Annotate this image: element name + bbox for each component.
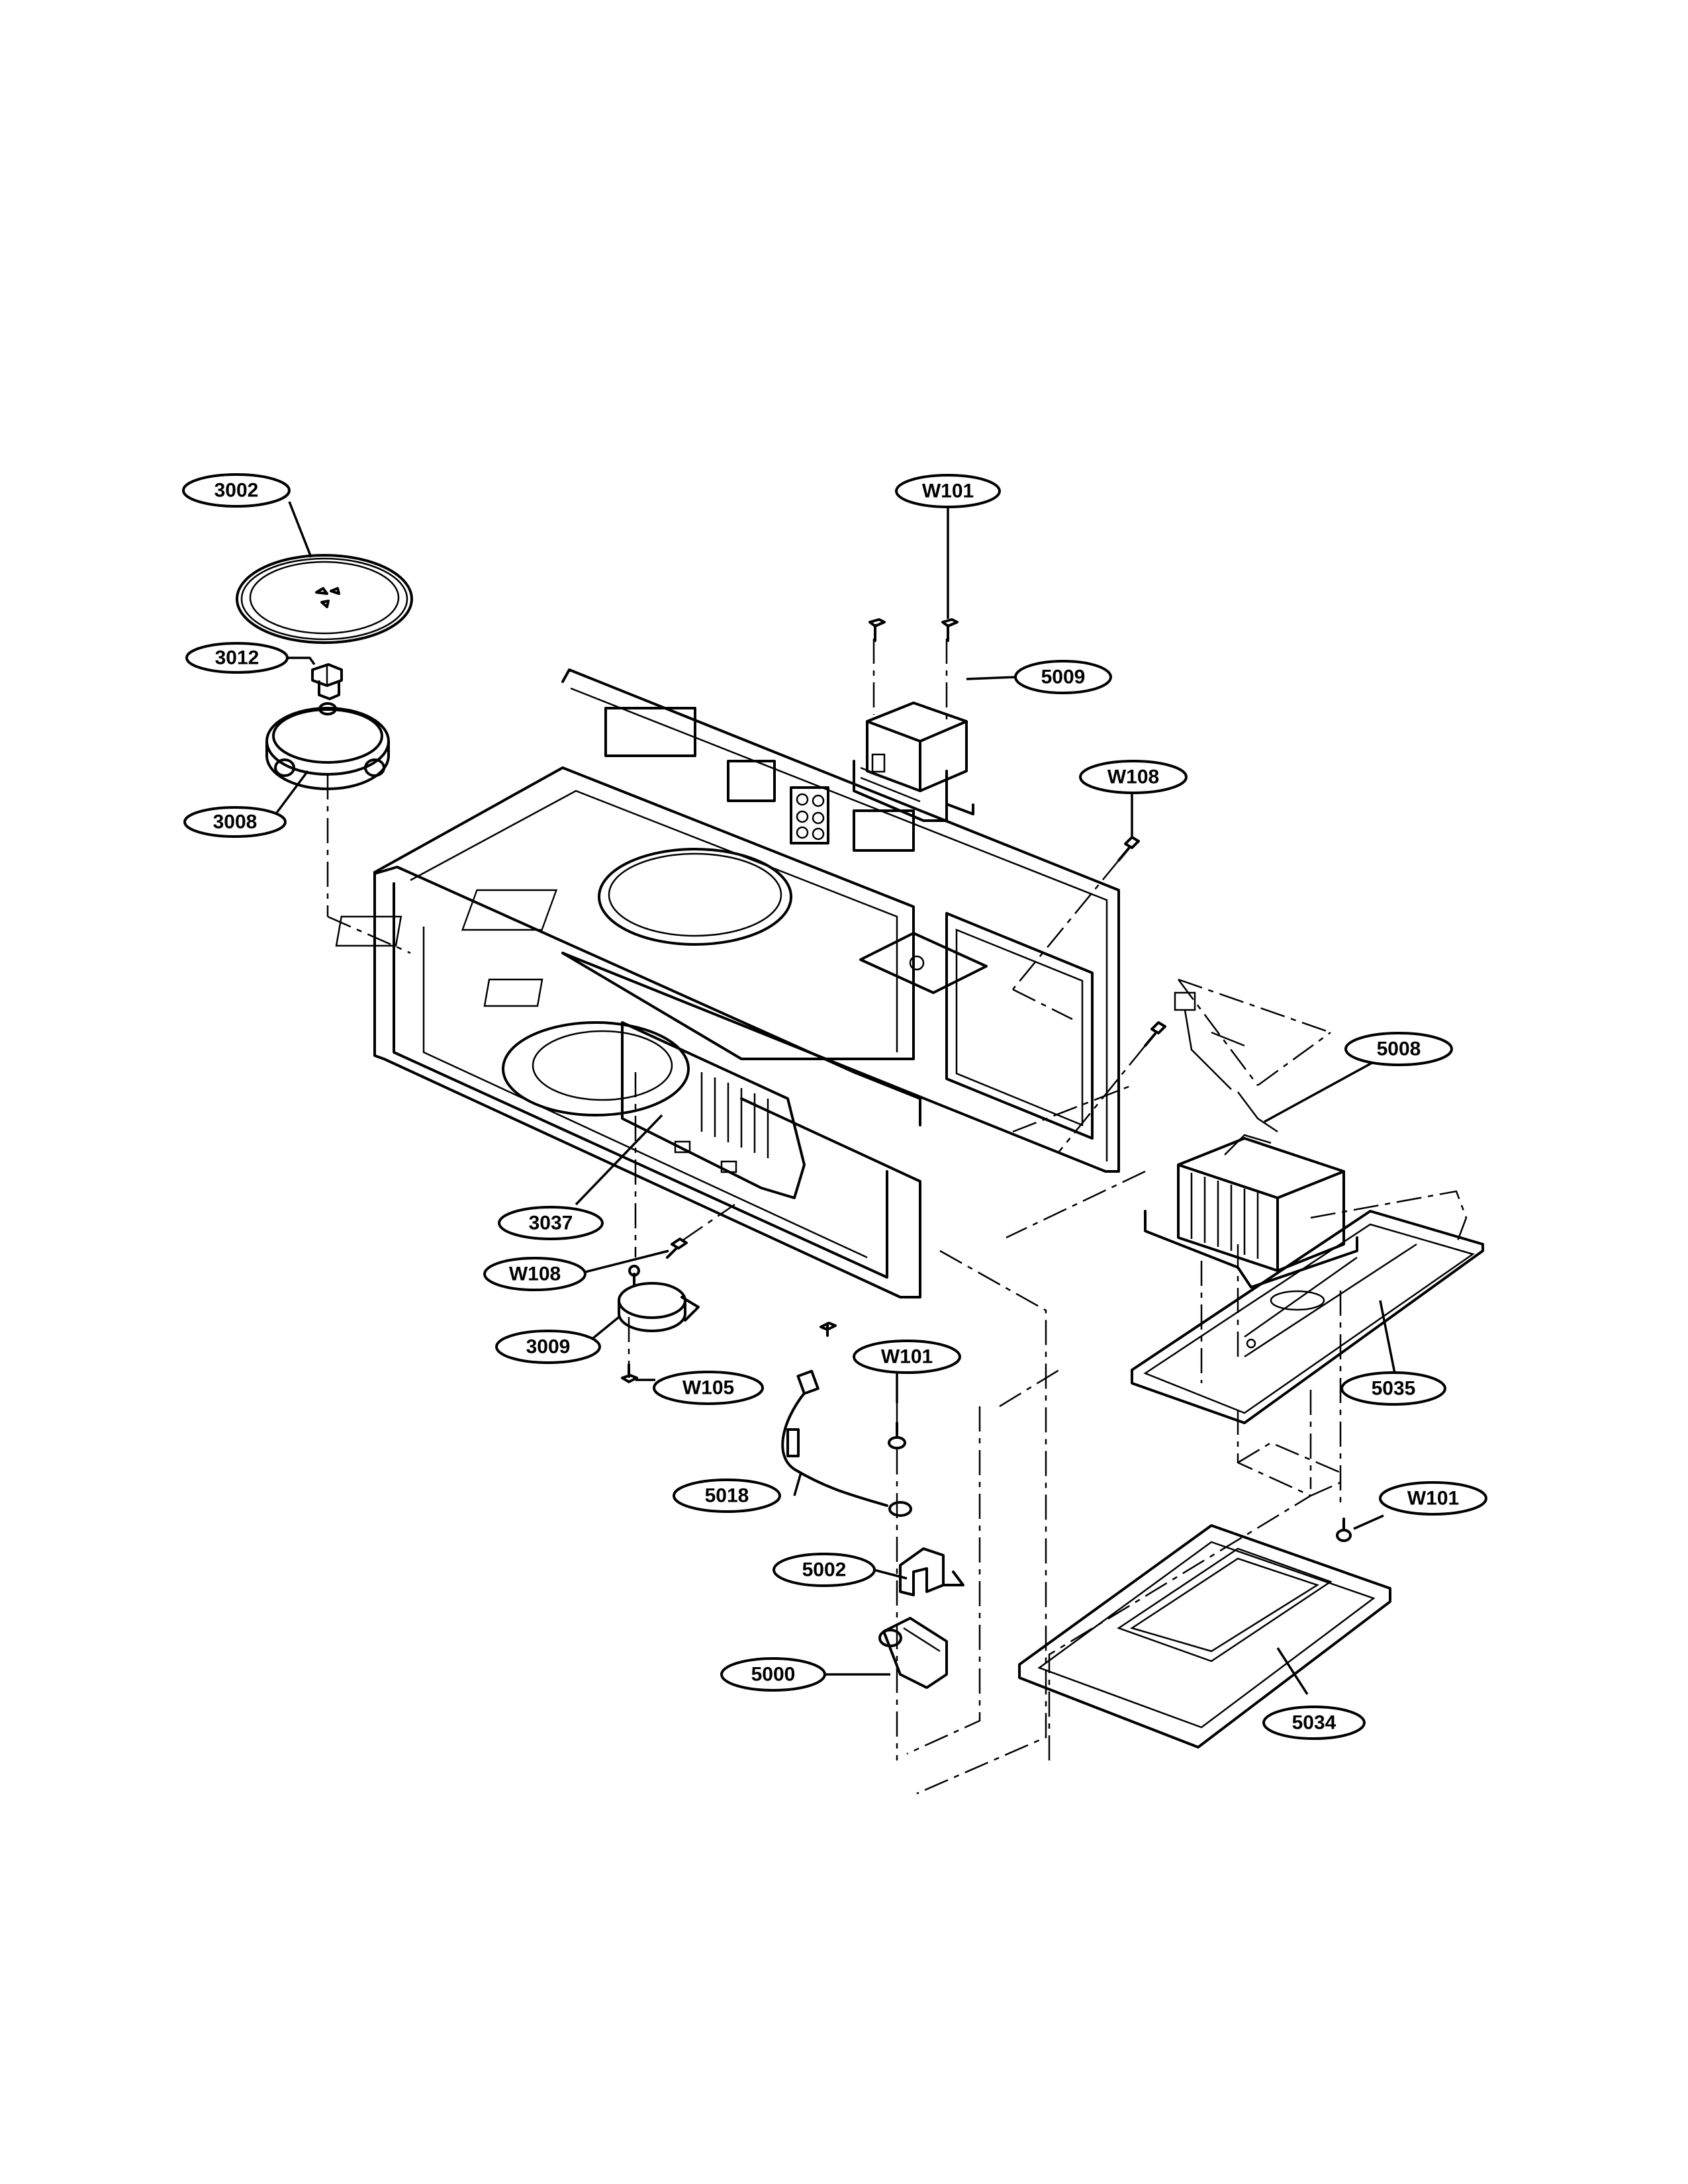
callout-3012: 3012	[185, 642, 289, 674]
screw-w105	[621, 1363, 638, 1383]
callout-5009-label: 5009	[1041, 666, 1086, 688]
callout-w101-middle-label: W101	[881, 1346, 933, 1368]
callout-5009: 5009	[1014, 660, 1112, 694]
oven-cavity	[335, 668, 1120, 1298]
bottom-plate	[1018, 1524, 1391, 1749]
callout-5034-label: 5034	[1292, 1712, 1336, 1734]
callout-w108-top: W108	[1079, 760, 1188, 794]
screw-cavity	[820, 1322, 837, 1337]
callout-5018: 5018	[673, 1479, 781, 1513]
callout-w105-label: W105	[682, 1377, 734, 1399]
callout-w101-top: W101	[895, 474, 1001, 508]
callout-3009-label: 3009	[526, 1336, 571, 1358]
callout-w101-right-label: W101	[1407, 1488, 1459, 1510]
callout-w101-middle: W101	[853, 1340, 961, 1374]
callout-3002-label: 3002	[214, 480, 259, 502]
callout-3008: 3008	[183, 806, 287, 838]
switch-bracket	[899, 1547, 964, 1596]
screw-w108-back	[1117, 836, 1140, 862]
turntable-coupler	[311, 663, 343, 700]
door-switch	[878, 1617, 948, 1689]
callout-3037-label: 3037	[529, 1212, 573, 1234]
callout-w108-bottom-label: W108	[509, 1263, 561, 1285]
callout-w108-bottom: W108	[483, 1257, 586, 1291]
screw-w108-transformer	[1144, 1021, 1166, 1047]
screw-w101-magnetron	[868, 618, 959, 642]
screw-w101-bottom	[1336, 1518, 1352, 1542]
callout-3012-label: 3012	[215, 647, 259, 669]
callout-5008-label: 5008	[1377, 1038, 1421, 1060]
callout-w101-top-label: W101	[922, 480, 974, 502]
leader-lines	[273, 501, 1398, 1695]
callout-5035: 5035	[1340, 1371, 1446, 1406]
callout-w108-top-label: W108	[1107, 766, 1159, 788]
screw-w108-motor	[666, 1238, 688, 1259]
callout-5018-label: 5018	[705, 1485, 749, 1507]
callout-5008: 5008	[1344, 1032, 1453, 1066]
callout-5000: 5000	[720, 1657, 826, 1692]
callout-3009: 3009	[495, 1330, 601, 1364]
callout-w101-right: W101	[1379, 1481, 1487, 1516]
callout-5034: 5034	[1262, 1706, 1366, 1740]
callout-3002: 3002	[182, 473, 291, 508]
callout-5002-label: 5002	[802, 1559, 847, 1581]
callout-3037: 3037	[498, 1206, 604, 1240]
base-plate	[1131, 1210, 1484, 1424]
magnetron	[853, 702, 974, 822]
callout-5000-label: 5000	[751, 1664, 796, 1686]
vent-cover	[621, 1021, 806, 1199]
ground-wire	[781, 1369, 912, 1517]
callout-w105: W105	[653, 1371, 764, 1405]
callout-5035-label: 5035	[1372, 1378, 1416, 1400]
turntable-tray	[236, 554, 413, 644]
screw-w101-switch	[888, 1422, 906, 1449]
callout-5002: 5002	[773, 1553, 876, 1587]
transformer	[1144, 991, 1358, 1289]
turntable-motor	[618, 1265, 700, 1332]
callout-3008-label: 3008	[213, 811, 258, 833]
